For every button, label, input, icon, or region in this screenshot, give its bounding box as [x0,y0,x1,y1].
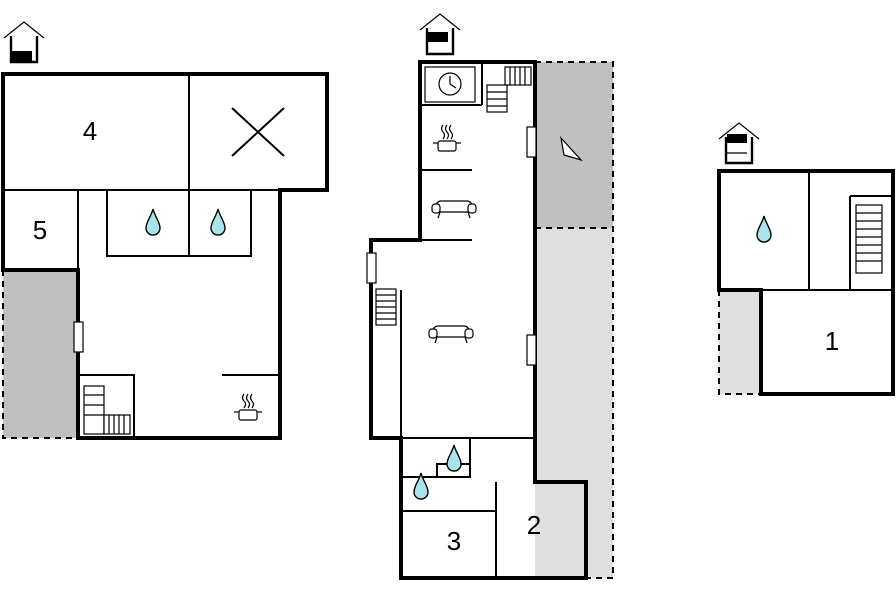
stairs-icon [486,66,532,113]
terrace-middle-dark [535,62,613,228]
window-middle [526,334,537,366]
window-middle [526,126,537,158]
water-drop-icon [756,215,772,243]
room-label-3: 3 [447,526,461,556]
stairs-icon [375,288,397,326]
cooking-pot-icon [432,124,462,152]
water-drop-icon [210,208,226,236]
room-label-5: 5 [33,215,47,245]
floor-level-icon [418,12,462,56]
window-left [73,321,84,353]
building-middle: 3 2 [366,12,614,580]
stairs-icon [78,374,135,438]
sofa-icon [431,200,477,219]
cross-icon [231,107,285,157]
sofa-icon [428,325,474,344]
water-drop-icon [446,444,462,472]
stairs-icon [855,204,883,274]
floor-level-icon [2,20,46,64]
cooking-pot-icon [233,393,263,421]
fireplace-icon [560,136,583,162]
building-left: 4 5 [1,20,329,440]
clock-icon [424,66,476,103]
room-label-2: 2 [527,510,541,540]
water-drop-icon [145,208,161,236]
building-right: 1 [717,121,895,396]
terrace-left [3,270,78,438]
terrace-right [719,290,761,394]
window-middle [366,252,377,284]
room-label-4: 4 [83,116,97,146]
terrace-middle-light [535,228,613,578]
room-label-1: 1 [825,326,839,356]
floor-level-icon [717,121,761,165]
